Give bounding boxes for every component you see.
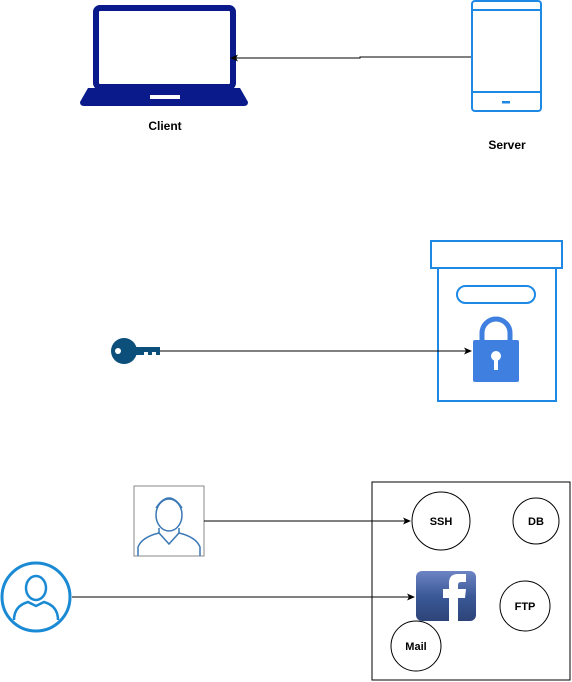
padlock-icon	[473, 316, 519, 382]
mail-label: Mail	[405, 641, 426, 653]
laptop-icon	[80, 5, 248, 106]
ftp-node[interactable]: FTP	[499, 580, 551, 632]
user-photo-icon	[133, 485, 205, 557]
facebook-icon[interactable]	[416, 571, 476, 621]
ssh-label: SSH	[430, 516, 453, 528]
db-label: DB	[528, 516, 544, 528]
services-container	[371, 481, 571, 681]
locked-box-icon	[430, 240, 563, 402]
mobile-phone-icon	[471, 0, 542, 112]
server-label: Server	[488, 138, 526, 152]
client-label: Client	[148, 119, 181, 133]
db-node[interactable]: DB	[512, 497, 560, 545]
user-circle-icon	[0, 561, 72, 633]
ftp-label: FTP	[515, 601, 536, 613]
server-to-client-arrow	[230, 54, 471, 62]
mail-node[interactable]: Mail	[390, 620, 442, 672]
ssh-node[interactable]: SSH	[411, 491, 471, 551]
key-icon	[111, 338, 160, 364]
